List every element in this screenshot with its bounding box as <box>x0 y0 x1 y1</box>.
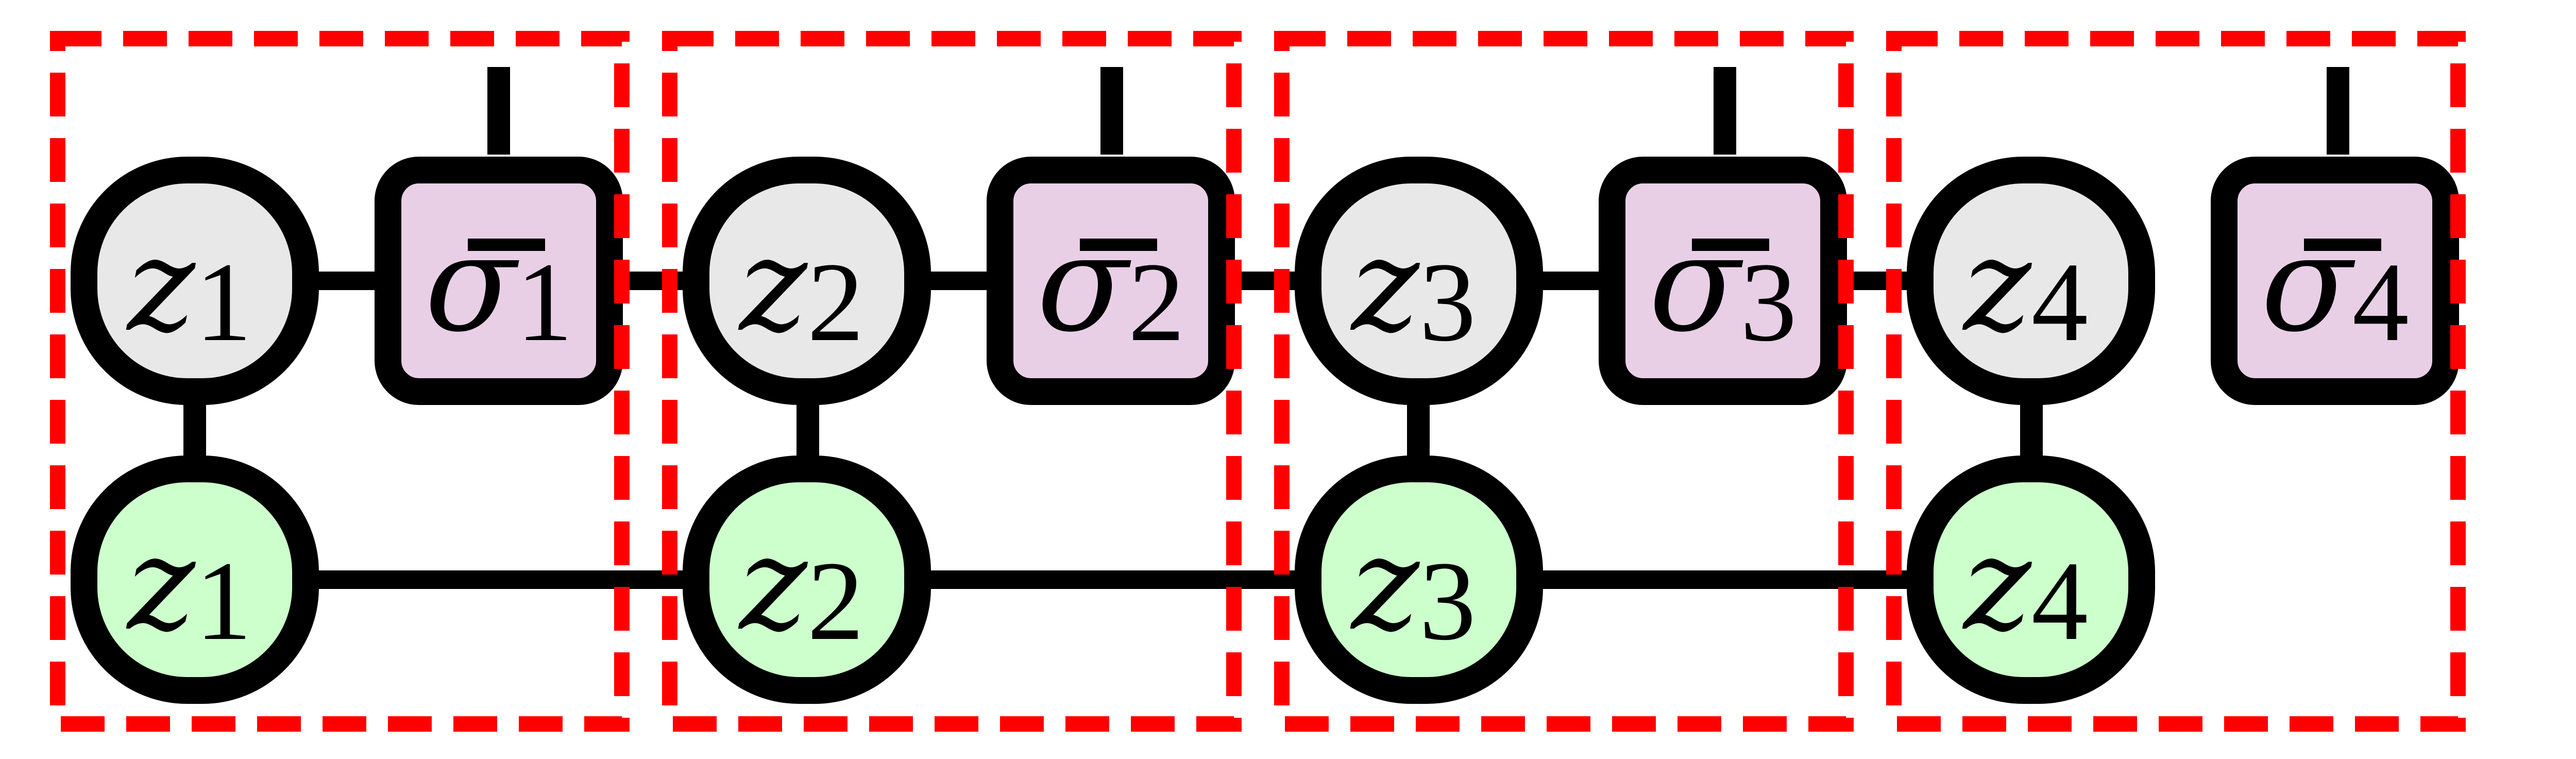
top-z-node: z1 <box>71 157 319 405</box>
block-border <box>1274 31 1854 732</box>
node-index: 1 <box>195 538 252 664</box>
node-symbol: z <box>1350 509 1420 659</box>
node-symbol: z <box>1962 509 2032 659</box>
node-index: 4 <box>2031 538 2088 664</box>
top-z-node: z2 <box>683 157 931 405</box>
node-symbol: σ <box>425 206 521 362</box>
bottom-z-node: z3 <box>1295 456 1543 704</box>
node-label: σ2 <box>1037 206 1184 365</box>
node-index: 3 <box>1419 239 1476 365</box>
sigma-node: σ4 <box>2211 157 2459 405</box>
block-border <box>50 31 630 732</box>
sigma-node: σ3 <box>1599 157 1847 405</box>
node-label: σ1 <box>425 206 572 365</box>
node-index: 2 <box>807 538 864 664</box>
block-borders-layer <box>50 31 2466 732</box>
node-symbol: σ <box>2261 206 2357 362</box>
node-label: σ4 <box>2261 206 2409 365</box>
node-index: 1 <box>516 239 573 365</box>
node-symbol: z <box>738 509 808 659</box>
node-label: z4 <box>1962 509 2088 664</box>
sigma-node: σ1 <box>375 157 623 405</box>
node-label: z3 <box>1350 210 1476 365</box>
node-label: z3 <box>1350 509 1476 664</box>
node-symbol: z <box>738 210 808 360</box>
node-symbol: z <box>1962 210 2032 360</box>
node-index: 2 <box>1128 239 1185 365</box>
node-label: z2 <box>738 210 864 365</box>
bottom-z-node: z4 <box>1907 456 2155 704</box>
node-symbol: σ <box>1037 206 1133 362</box>
node-index: 4 <box>2352 239 2409 365</box>
block-border <box>1886 31 2466 732</box>
bottom-z-node: z2 <box>683 456 931 704</box>
node-symbol: z <box>126 210 196 360</box>
sigma-node: σ2 <box>987 157 1235 405</box>
node-symbol: σ <box>1649 206 1745 362</box>
block-border <box>662 31 1242 732</box>
node-symbol: z <box>126 509 196 659</box>
node-label: z4 <box>1962 210 2088 365</box>
bottom-z-node: z1 <box>71 456 319 704</box>
node-symbol: z <box>1350 210 1420 360</box>
node-label: z2 <box>738 509 864 664</box>
node-index: 3 <box>1419 538 1476 664</box>
top-z-node: z4 <box>1907 157 2155 405</box>
node-label: z1 <box>126 509 252 664</box>
node-index: 3 <box>1740 239 1797 365</box>
node-label: z1 <box>126 210 252 365</box>
node-index: 1 <box>195 239 252 365</box>
node-label: σ3 <box>1649 206 1797 365</box>
node-index: 4 <box>2031 239 2088 365</box>
node-index: 2 <box>807 239 864 365</box>
top-z-node: z3 <box>1295 157 1543 405</box>
